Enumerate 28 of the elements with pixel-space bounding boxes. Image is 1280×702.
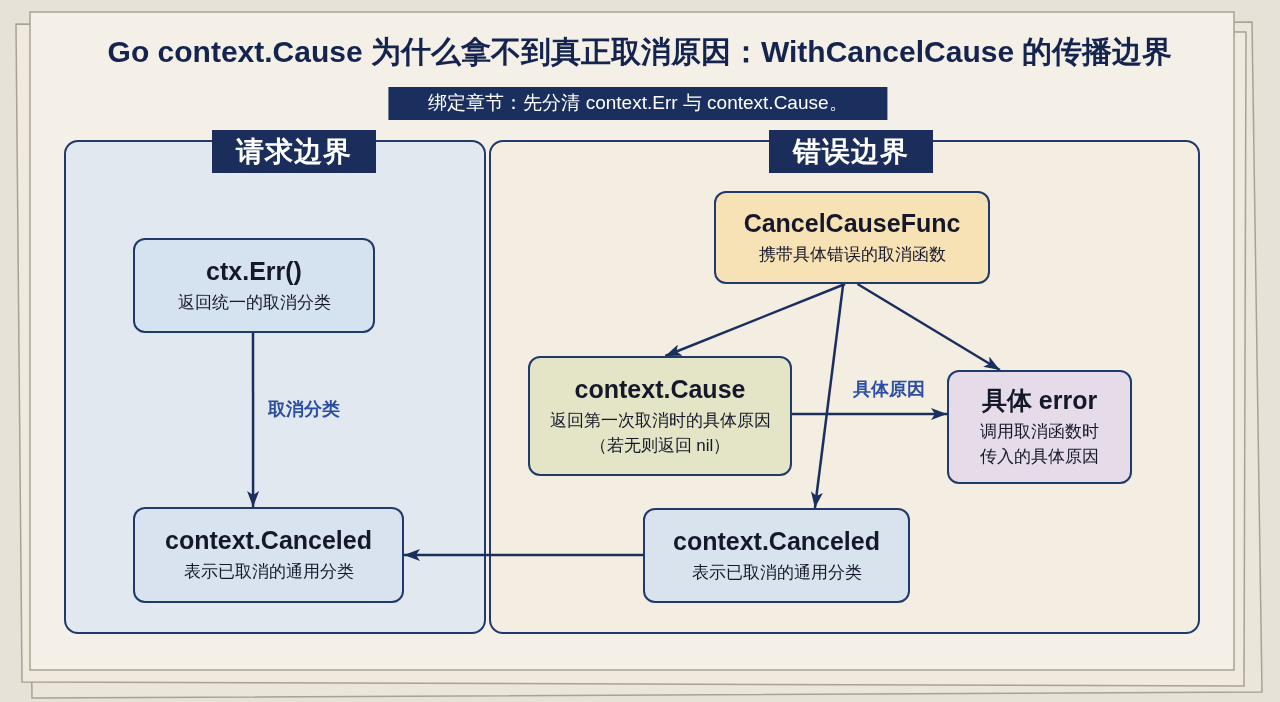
heading-text: context.Canceled <box>165 525 372 556</box>
heading-banner: 错误边界 <box>769 130 933 173</box>
arrow <box>247 333 260 507</box>
description-text: 返回统一的取消分类 <box>177 291 331 314</box>
concept-box <box>643 508 910 603</box>
heading-text: CancelCauseFunc <box>743 207 961 238</box>
description-text: 表示已取消的通用分类 <box>691 561 862 584</box>
description-text: 返回第一次取消时的具体原因（若无则返回 nil） <box>548 409 772 457</box>
concept-box <box>133 507 404 603</box>
description-text: 调用取消函数时传入的具体原因 <box>979 420 1100 468</box>
arrow <box>856 282 1001 372</box>
heading-text: ctx.Err() <box>206 255 302 286</box>
arrow <box>404 549 643 561</box>
concept-box <box>528 356 792 476</box>
arrow <box>792 408 947 420</box>
concept-box <box>714 191 990 284</box>
concept-box <box>133 238 375 333</box>
description-text: 表示已取消的通用分类 <box>183 561 354 584</box>
arrow <box>810 283 845 509</box>
heading-text: 具体 error <box>981 384 1098 415</box>
heading-text: context.Canceled <box>673 525 880 556</box>
arrow <box>664 282 846 358</box>
title: Go context.Cause 为什么拿不到真正取消原因：WithCancelCause 的传播边界 <box>107 34 1173 70</box>
concept-box <box>947 370 1132 484</box>
heading-text: context.Cause <box>574 373 746 404</box>
description-text: 携带具体错误的取消函数 <box>758 243 946 266</box>
heading-banner: 请求边界 <box>212 130 376 173</box>
subtitle-banner: 绑定章节：先分清 context.Err 与 context.Cause。 <box>388 87 888 120</box>
